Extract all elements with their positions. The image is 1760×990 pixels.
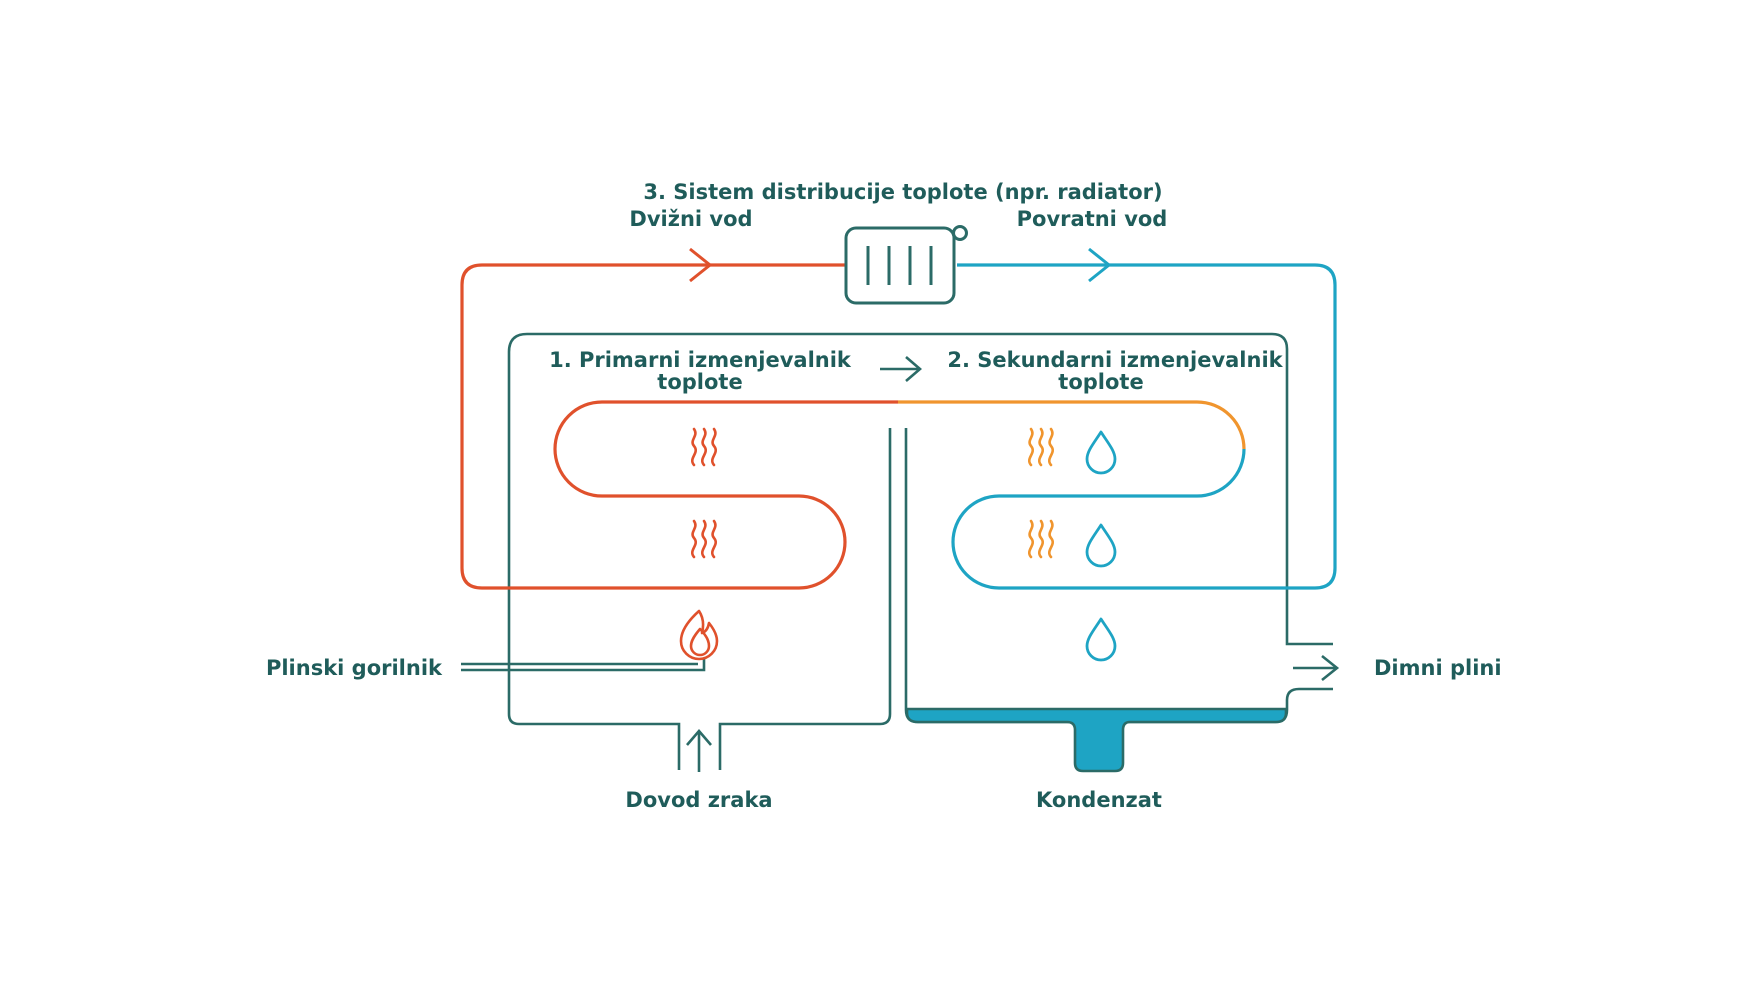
condensate-tray-outline <box>904 428 1333 724</box>
secondary-loop-cool <box>951 263 1337 590</box>
gas-burner-pipe <box>461 658 706 672</box>
condensate-pool <box>905 707 1288 773</box>
condensate-label: Kondenzat <box>1036 788 1162 812</box>
flame-icon <box>679 609 719 661</box>
primary-exchanger-label-line2: toplote <box>657 370 742 394</box>
supply-line-label: Dvižni vod <box>629 207 752 231</box>
droplet-icon <box>1085 523 1117 568</box>
secondary-loop-warm <box>898 400 1246 450</box>
droplet-icon <box>1085 430 1117 475</box>
heat-waves-icon <box>690 427 718 467</box>
flue-gas-label: Dimni plini <box>1374 656 1502 680</box>
primary-exchanger-label-line1: 1. Primarni izmenjevalnik <box>549 348 852 372</box>
return-line-label: Povratni vod <box>1017 207 1168 231</box>
heat-waves-icon <box>690 519 718 559</box>
primary-loop <box>460 263 898 590</box>
secondary-exchanger-label-line1: 2. Sekundarni izmenjevalnik <box>947 348 1283 372</box>
return-arrow-icon <box>1088 247 1112 283</box>
gas-burner-label: Plinski gorilnik <box>266 656 443 680</box>
housing-primary-outline <box>507 352 681 770</box>
droplet-icon <box>1085 617 1117 662</box>
housing-top-outline <box>507 332 1333 646</box>
heat-waves-icon <box>1027 519 1055 559</box>
flue-gas-arrow-icon <box>1293 654 1340 682</box>
secondary-exchanger-label-line2: toplote <box>1058 370 1143 394</box>
air-intake-arrow-icon <box>686 729 712 772</box>
flow-arrow-icon <box>880 356 922 382</box>
heat-waves-icon <box>1027 427 1055 467</box>
housing-divider-outline <box>718 428 892 770</box>
air-intake-label: Dovod zraka <box>625 788 772 812</box>
distribution-system-label: 3. Sistem distribucije toplote (npr. rad… <box>643 180 1162 204</box>
radiator-icon <box>844 225 968 305</box>
supply-arrow-icon <box>689 247 713 283</box>
